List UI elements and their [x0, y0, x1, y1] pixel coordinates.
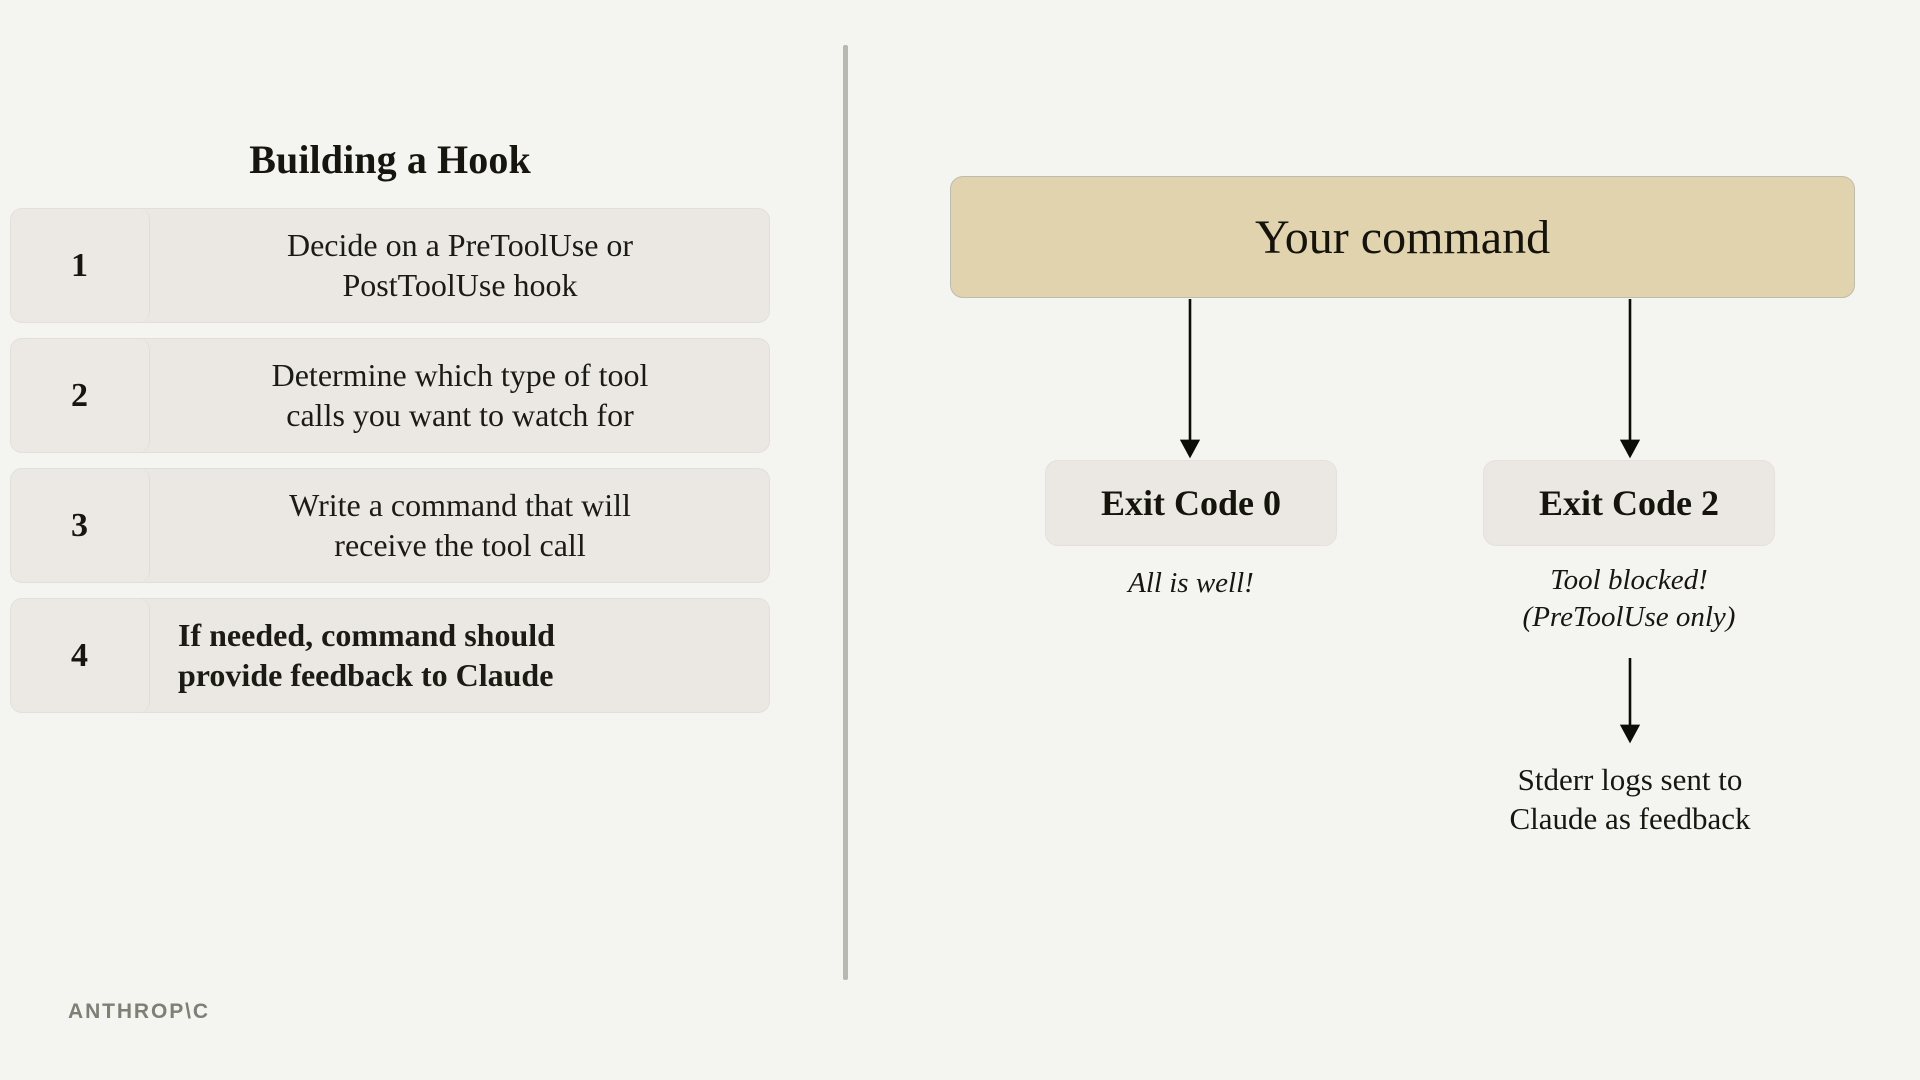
step-card-1: 1 Decide on a PreToolUse or PostToolUse … [10, 208, 770, 323]
command-box: Your command [950, 176, 1855, 298]
step-text-4: If needed, command should provide feedba… [178, 617, 555, 693]
exit-code-2-box: Exit Code 2 [1483, 460, 1775, 546]
step-number-badge-3: 3 [10, 468, 150, 583]
step-number-badge-1: 1 [10, 208, 150, 323]
left-panel: Building a Hook 1 Decide on a PreToolUse… [0, 0, 845, 1080]
page-title: Building a Hook [249, 137, 531, 182]
step-text-1: Decide on a PreToolUse or PostToolUse ho… [286, 227, 634, 303]
step-text-2: Determine which type of tool calls you w… [271, 357, 649, 433]
exit-code-0-caption: All is well! [1128, 567, 1254, 599]
exit-code-2-caption: Tool blocked! (PreToolUse only) [1522, 564, 1736, 634]
anthropic-logo: ANTHROP\C [68, 1000, 210, 1023]
step-text-3: Write a command that will receive the to… [289, 487, 631, 563]
step-card-4: 4 If needed, command should provide feed… [10, 598, 770, 713]
exit-code-0-box: Exit Code 0 [1045, 460, 1337, 546]
step-number-badge-2: 2 [10, 338, 150, 453]
step-number-badge-4: 4 [10, 598, 150, 713]
step-card-2: 2 Determine which type of tool calls you… [10, 338, 770, 453]
step-card-3: 3 Write a command that will receive the … [10, 468, 770, 583]
vertical-divider [843, 45, 848, 980]
stderr-feedback-note: Stderr logs sent to Claude as feedback [1509, 762, 1751, 837]
